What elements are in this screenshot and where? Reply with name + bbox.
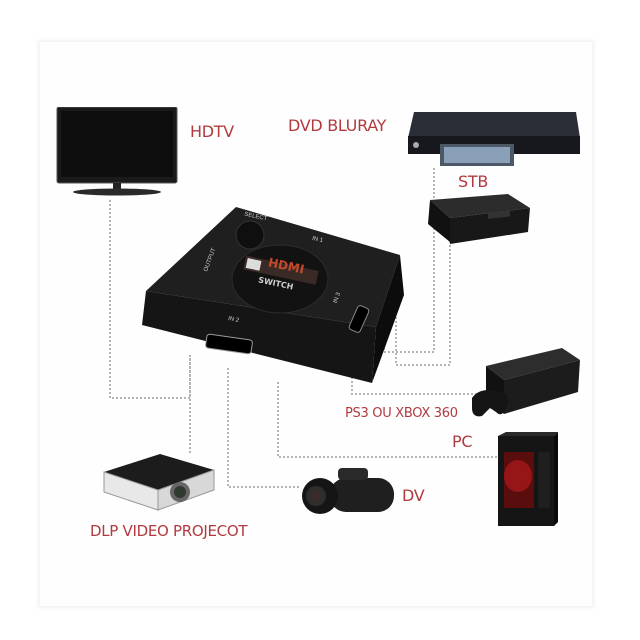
label-console: PS3 OU XBOX 360 [345,406,458,421]
label-dvd-bluray: DVD BLURAY [288,116,387,135]
label-projector: DLP VIDEO PROJECOT [90,522,248,540]
console-device [466,348,584,424]
dv-device [300,464,396,520]
label-dv: DV [402,486,425,505]
hdtv-connector [109,200,191,399]
stb-connector [395,238,451,366]
label-stb: STB [458,172,489,191]
projector-device [100,448,218,512]
stb-device [420,192,532,252]
hdtv-device [55,107,179,197]
pc-connector [277,382,500,458]
dvd-bluray-device [406,108,582,168]
dv-connector [227,368,300,488]
pc-device [494,432,560,528]
hdmi-switch: HDMI SWITCH SELECT OUTPUT IN 1 IN 2 IN 3 [140,205,420,385]
label-hdtv: HDTV [190,122,234,141]
label-pc: PC [452,432,473,451]
